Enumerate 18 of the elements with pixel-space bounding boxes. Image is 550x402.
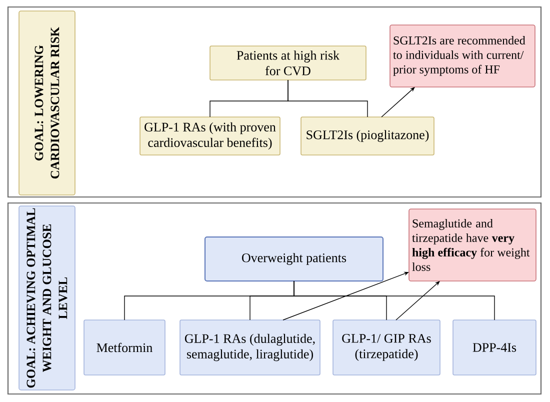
category-box: Patients at high risk for CVD	[210, 46, 366, 80]
drug-box: GLP-1 RAs (dulaglutide, semaglutide, liraglutide)	[180, 320, 320, 376]
drug-box: GLP-1/ GIP RAs (tirzepatide)	[332, 320, 440, 376]
panel-frame	[7, 202, 542, 395]
goal-banner: GOAL: ACHIEVING OPTIMAL WEIGHT AND GLUCOSE LEVEL	[18, 206, 76, 390]
note-box: SGLT2Is are recommended to individuals with current/ prior symptoms of HF	[390, 24, 536, 88]
category-box: Overweight patients	[204, 236, 384, 282]
arrow	[396, 281, 440, 320]
goal-banner: GOAL: LOWERING CARDIOVASCULAR RISK	[18, 10, 76, 196]
panel-frame	[7, 6, 542, 198]
drug-box: SGLT2Is (pioglitazone)	[300, 116, 434, 156]
connector-line	[294, 280, 495, 320]
drug-box: Metformin	[84, 320, 166, 376]
drug-box: DPP-4Is	[452, 320, 536, 376]
arrow	[381, 87, 415, 118]
drug-box: GLP-1 RAs (with proven cardiovascular benefits)	[140, 116, 280, 156]
connector-line	[288, 80, 368, 118]
note-box: Semaglutide and tirzepatide have very high efficacy for weight loss	[408, 208, 536, 282]
